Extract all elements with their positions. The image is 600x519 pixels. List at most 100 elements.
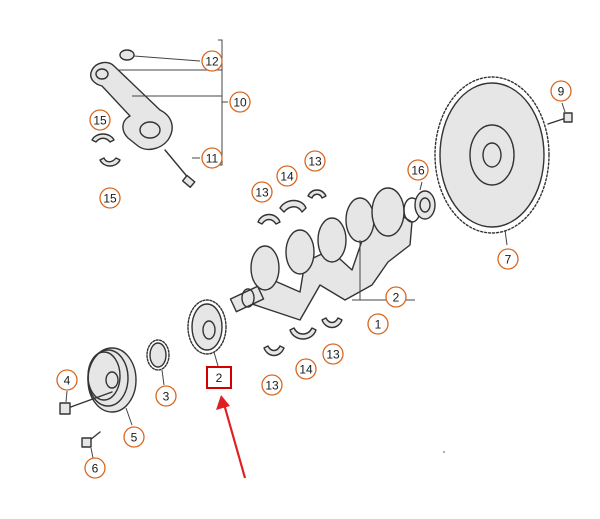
leader-5 [125,407,133,426]
leader-4 [65,390,68,403]
callout-c4: 4 [56,369,78,391]
callout-c7: 7 [497,248,519,270]
callout-label: 11 [206,152,219,166]
callout-label: 4 [64,374,71,388]
callout-ring [276,165,298,187]
pulley-groove-2 [87,351,121,401]
gear-teeth [187,299,227,355]
flywheel-bolt-head [563,112,573,123]
callout-ring [385,286,407,308]
highlight-label: 2 [216,371,223,385]
pilot-bearing-body [414,190,436,220]
callout-c13c: 13 [322,343,344,365]
pilot-bearing [414,181,436,220]
callout-c15b: 15 [99,187,121,209]
callout-label: 5 [131,431,138,445]
callout-c5: 5 [123,426,145,448]
callout-label: 13 [265,379,279,393]
leader-6 [90,447,94,459]
callout-c16: 16 [407,159,429,181]
callout-label: 9 [558,85,565,99]
callout-ring [367,313,389,335]
callout-label: 12 [205,55,219,69]
highlight-annotation: 2 [206,366,247,479]
connecting-rod [90,61,173,151]
leader-2b [213,351,219,367]
callout-c13b: 13 [251,181,273,203]
thrust-washer-lower-left [263,345,285,357]
callout-label: 10 [233,96,247,110]
crankshaft-gear [187,299,227,367]
crank-web-5 [371,187,405,237]
rod-bearing-shell-upper [91,133,115,143]
spacer-body [149,342,167,368]
pulley-bolt [59,390,113,415]
crank-web-3 [317,217,347,263]
leader-9 [561,102,566,113]
callout-ring [550,80,572,102]
callout-ring [123,426,145,448]
callout-label: 7 [505,253,512,267]
callout-ring [261,374,283,396]
callout-label: 3 [163,390,170,404]
callout-c10: 10 [229,91,251,113]
crank-web-1 [250,245,280,291]
callout-ring [295,358,317,380]
spacer-gear [146,339,170,386]
pulley-hub [105,371,119,389]
flywheel-ring-gear [434,76,550,234]
callout-c14b: 14 [295,358,317,380]
callout-label: 13 [255,186,269,200]
small-bolt [81,431,101,459]
rod-bearing-shell-lower [99,157,121,167]
callout-c9: 9 [550,80,572,102]
crank-snout [229,285,265,313]
flywheel [434,76,573,246]
pulley-outer [87,347,137,413]
callout-c2a: 2 [385,286,407,308]
leader-16 [419,181,423,191]
callout-label: 1 [375,318,382,332]
red-arrow [222,403,247,479]
callout-ring [304,150,326,172]
callout-label: 6 [92,462,99,476]
callout-ring [56,369,78,391]
callout-label: 14 [299,363,313,377]
crank-web-2 [285,229,315,275]
leader-7 [504,229,508,246]
pulley-bolt-shank [67,391,113,409]
flywheel-hub [469,124,515,186]
callout-ring [201,50,223,72]
rod-bolt [164,149,191,181]
callout-ring [201,147,223,169]
callout-c3: 3 [155,385,177,407]
callout-c15a: 15 [89,109,111,131]
callout-c11: 11 [201,147,223,169]
gear-bore [202,320,216,340]
flywheel-disc [439,82,545,228]
thrust-washer-lower-right [321,317,343,329]
crank-web-4 [345,197,375,243]
callout-label: 15 [103,192,117,206]
stray-dot [443,451,445,453]
callout-ring [84,457,106,479]
callout-c13a: 13 [304,150,326,172]
callout-ring [155,385,177,407]
connecting-rod-group [90,39,228,188]
rod-small-end [95,68,109,80]
callout-label: 2 [393,291,400,305]
main-bearing-shell-lower [289,327,317,340]
callout-label: 16 [411,164,425,178]
callout-ring [229,91,251,113]
callout-ring [407,159,429,181]
highlight-box [206,366,232,389]
callout-label: 15 [93,114,107,128]
callout-label: 13 [308,155,322,169]
rod-big-end [139,121,161,139]
crankshaft [229,187,421,321]
red-arrow-head [216,395,230,410]
callout-label: 14 [280,170,294,184]
